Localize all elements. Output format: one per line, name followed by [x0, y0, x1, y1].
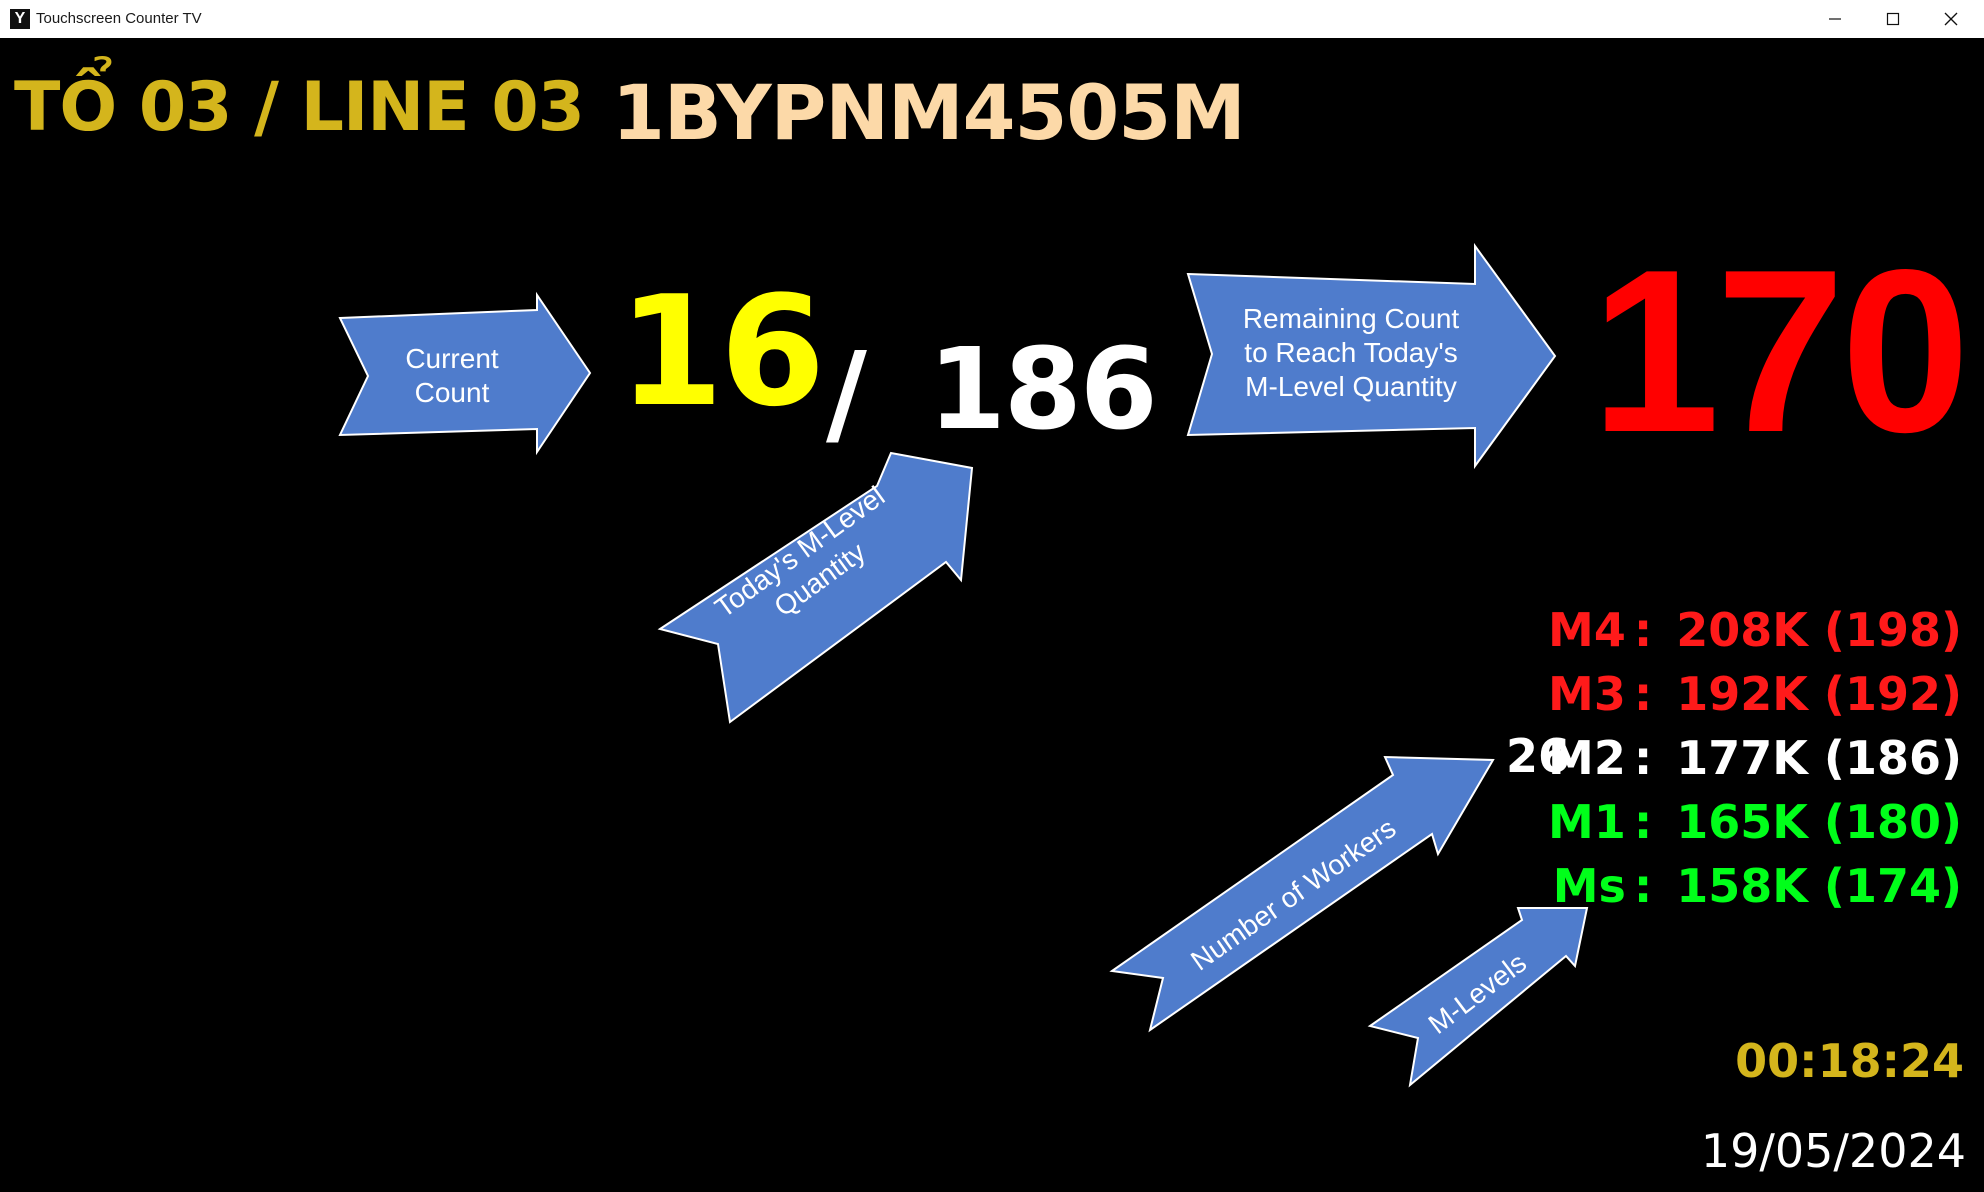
remaining-count: 170	[1590, 222, 1970, 481]
level-sep: :	[1633, 603, 1653, 657]
level-value: 158K (174)	[1676, 859, 1962, 913]
level-sep: :	[1633, 731, 1653, 785]
maximize-button[interactable]	[1864, 0, 1922, 38]
level-name: M3	[1548, 667, 1626, 721]
remaining-count-callout-line-2: to Reach Today's	[1244, 337, 1457, 368]
callout-arrows: Current Count Remaining Count to Reach T…	[338, 242, 1589, 1088]
elapsed-timer: 00:18:24	[1735, 1034, 1964, 1088]
level-name: M1	[1548, 795, 1626, 849]
minimize-icon	[1829, 18, 1841, 20]
level-sep: :	[1633, 667, 1653, 721]
counter-display: TỔ 03 / LINE 03 1BYPNM4505M 16 / 186 170…	[0, 38, 1984, 1192]
m-levels-list: M4:208K (198) M3:192K (192) M2:177K (186…	[1542, 598, 1962, 918]
close-button[interactable]	[1922, 0, 1980, 38]
close-icon	[1944, 12, 1958, 26]
app-icon: Y	[10, 9, 30, 29]
remaining-count-callout-line-3: M-Level Quantity	[1245, 371, 1457, 402]
model-code: 1BYPNM4505M	[612, 68, 1246, 157]
todays-quantity-callout: Today's M-Level Quantity	[657, 451, 974, 724]
current-count-callout-line-2: Count	[415, 377, 490, 408]
current-count-callout-line-1: Current	[405, 343, 499, 374]
level-row-m3: M3:192K (192)	[1542, 662, 1962, 726]
workers-callout-label: Number of Workers	[1185, 812, 1401, 976]
level-row-m2: M2:177K (186)	[1542, 726, 1962, 790]
current-count: 16	[618, 263, 826, 440]
minimize-button[interactable]	[1806, 0, 1864, 38]
level-row-m1: M1:165K (180)	[1542, 790, 1962, 854]
level-value: 177K (186)	[1676, 731, 1962, 785]
count-separator: /	[826, 329, 867, 459]
line-label: TỔ 03 / LINE 03	[14, 68, 585, 147]
level-sep: :	[1633, 859, 1653, 913]
level-value: 165K (180)	[1676, 795, 1962, 849]
m-levels-callout: M-Levels	[1367, 907, 1589, 1088]
level-value: 192K (192)	[1676, 667, 1962, 721]
remaining-count-callout: Remaining Count to Reach Today's M-Level…	[1186, 242, 1557, 470]
current-count-callout: Current Count	[338, 291, 592, 456]
level-name: M4	[1548, 603, 1626, 657]
level-sep: :	[1633, 795, 1653, 849]
maximize-icon	[1886, 12, 1900, 26]
level-name: M2	[1548, 731, 1626, 785]
workers-count: 26	[1506, 729, 1571, 783]
level-row-m4: M4:208K (198)	[1542, 598, 1962, 662]
level-name: Ms	[1552, 859, 1626, 913]
current-date: 19/05/2024	[1700, 1124, 1966, 1178]
level-value: 208K (198)	[1676, 603, 1962, 657]
todays-target-count: 186	[928, 325, 1158, 455]
level-row-ms: Ms:158K (174)	[1542, 854, 1962, 918]
remaining-count-callout-line-1: Remaining Count	[1243, 303, 1460, 334]
window-title: Touchscreen Counter TV	[36, 10, 202, 27]
title-bar[interactable]: Y Touchscreen Counter TV	[0, 0, 1984, 39]
